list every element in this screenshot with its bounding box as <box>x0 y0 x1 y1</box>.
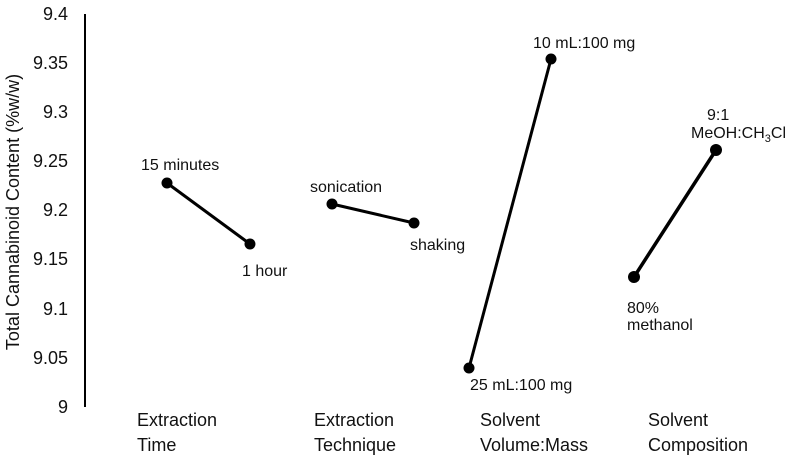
category-label: Solvent <box>648 410 708 430</box>
category-label: Time <box>137 435 176 455</box>
y-tick-labels: 9.4 9.35 9.3 9.25 9.2 9.15 9.1 9.05 9 <box>33 4 68 417</box>
data-point <box>244 238 256 250</box>
point-label: methanol <box>627 317 693 334</box>
point-label: MeOH:CH3Cl <box>691 125 786 145</box>
series-solvent-composition: 9:1 MeOH:CH3Cl 80% methanol <box>627 107 786 334</box>
y-tick: 9 <box>58 397 68 417</box>
category-label: Extraction <box>137 410 217 430</box>
y-tick: 9.1 <box>43 299 68 319</box>
data-point <box>545 53 557 65</box>
category-label: Extraction <box>314 410 394 430</box>
point-label: 9:1 <box>707 107 729 124</box>
point-label: 15 minutes <box>141 157 219 174</box>
point-label: 80% <box>627 300 659 317</box>
point-label: sonication <box>310 179 382 196</box>
series-extraction-technique: sonication shaking <box>310 179 465 254</box>
y-tick: 9.05 <box>33 348 68 368</box>
point-label: 10 mL:100 mg <box>533 35 635 52</box>
data-point <box>463 362 475 374</box>
data-point <box>710 144 722 156</box>
category-label: Solvent <box>480 410 540 430</box>
y-tick: 9.4 <box>43 4 68 24</box>
category-label: Composition <box>648 435 748 455</box>
y-axis-label: Total Cannabinoid Content (%w/w) <box>3 74 23 350</box>
series-extraction-time: 15 minutes 1 hour <box>141 157 288 280</box>
y-tick: 9.3 <box>43 102 68 122</box>
y-tick: 9.2 <box>43 200 68 220</box>
data-point <box>408 217 420 229</box>
point-label: 25 mL:100 mg <box>470 377 572 394</box>
point-label: shaking <box>410 237 465 254</box>
data-point <box>326 198 338 210</box>
y-tick: 9.25 <box>33 151 68 171</box>
y-tick: 9.35 <box>33 53 68 73</box>
y-tick: 9.15 <box>33 249 68 269</box>
category-label: Technique <box>314 435 396 455</box>
data-point <box>628 271 640 283</box>
x-category-labels: Extraction Time Extraction Technique Sol… <box>137 410 748 455</box>
point-label: 1 hour <box>242 263 288 280</box>
data-point <box>161 177 173 189</box>
series-solvent-volume-mass: 10 mL:100 mg 25 mL:100 mg <box>463 35 635 394</box>
category-label: Volume:Mass <box>480 435 588 455</box>
